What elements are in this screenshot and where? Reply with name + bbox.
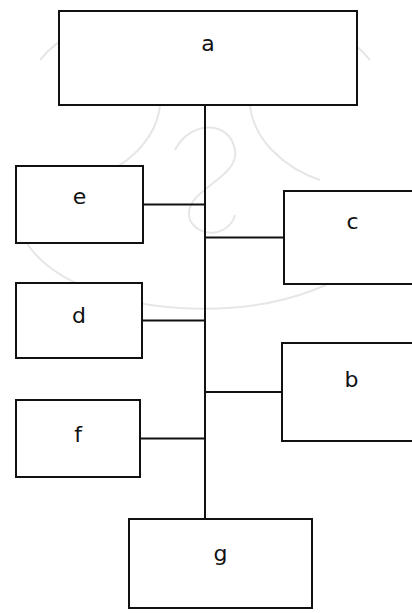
box-label: f (17, 423, 139, 447)
org-box: b (281, 342, 412, 442)
connector-line (204, 106, 206, 518)
org-box: a (58, 10, 358, 106)
connector-line (143, 106, 205, 321)
org-box: d (15, 282, 143, 359)
box-label: a (60, 32, 356, 56)
org-box: c (283, 190, 412, 285)
box-label: d (17, 304, 141, 328)
org-box: f (15, 399, 141, 478)
box-label: g (130, 542, 311, 566)
box-label: c (285, 210, 412, 234)
org-box: e (15, 165, 144, 244)
org-box: g (128, 518, 313, 609)
connector-line (144, 106, 205, 205)
connector-line (205, 106, 283, 238)
box-label: e (17, 185, 142, 209)
box-label: b (283, 368, 412, 392)
connector-line (205, 106, 281, 392)
connector-line (141, 106, 205, 439)
